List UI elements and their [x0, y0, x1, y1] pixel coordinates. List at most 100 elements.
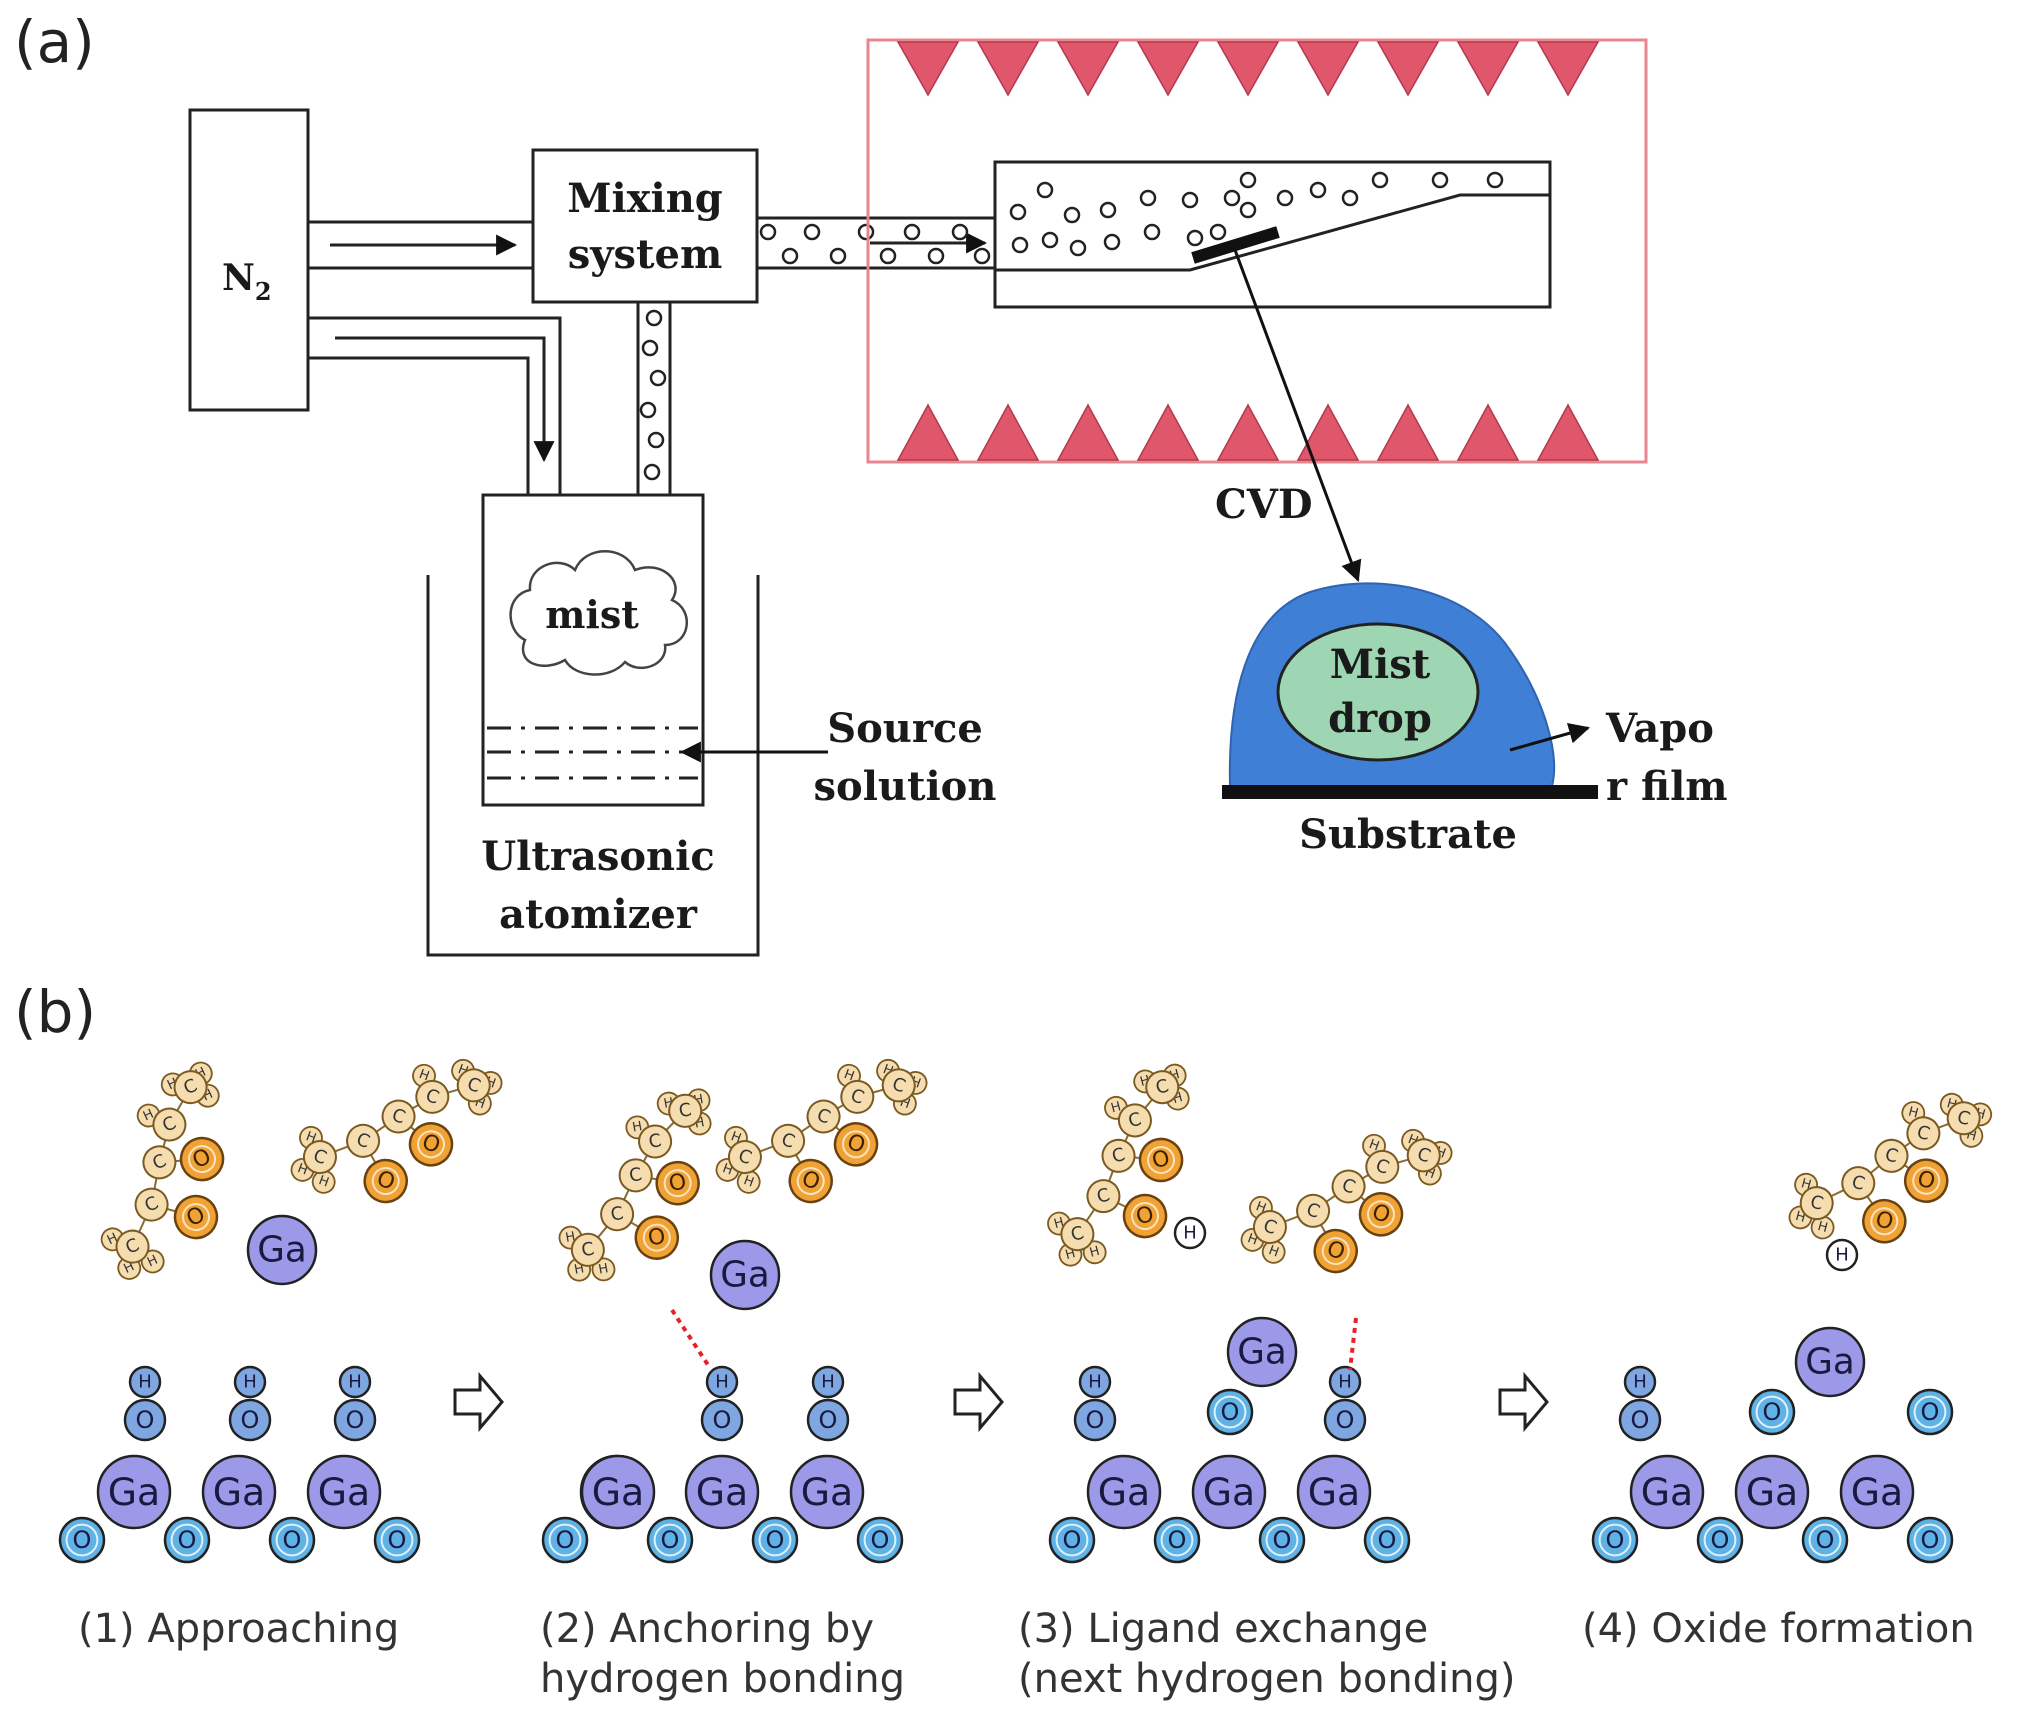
surface-oxygen: O — [646, 1516, 694, 1564]
ligand-carbon: C — [771, 1123, 806, 1158]
atomizer-label-line1: Ultrasonic — [481, 833, 714, 880]
svg-text:Ga: Ga — [801, 1470, 853, 1514]
svg-text:O: O — [556, 1526, 575, 1554]
svg-text:O: O — [136, 1406, 155, 1434]
ligand-oxygen: O — [408, 1122, 454, 1167]
svg-text:H: H — [1338, 1372, 1352, 1393]
ligand-carbon: C — [638, 1124, 673, 1159]
hydrogen-bond — [1348, 1317, 1358, 1371]
hydroxyl-hydrogen: H — [1078, 1365, 1112, 1399]
surface-oxygen: O — [1591, 1516, 1639, 1564]
surface-oxygen: O — [856, 1516, 904, 1564]
svg-text:H: H — [821, 1372, 835, 1393]
surface-ga: Ga — [306, 1454, 382, 1530]
svg-text:O: O — [388, 1526, 407, 1554]
surface-ga: Ga — [684, 1454, 760, 1530]
hydroxyl-hydrogen: H — [811, 1365, 845, 1399]
step-3-caption-line1: (3) Ligand exchange — [1018, 1606, 1428, 1652]
svg-text:H: H — [1109, 1099, 1122, 1116]
ligand-carbon: C — [415, 1079, 450, 1114]
surface-oxygen: O — [1363, 1516, 1411, 1564]
substrate-in-chamber — [1191, 226, 1280, 264]
ligand-hydrogen: H — [736, 1169, 761, 1194]
svg-text:O: O — [1763, 1398, 1782, 1426]
svg-text:Ga: Ga — [720, 1255, 770, 1296]
surface-ga: Ga — [789, 1454, 865, 1530]
svg-text:H: H — [1267, 1243, 1281, 1260]
ligand-carbon: C — [1117, 1103, 1152, 1138]
panel-b-label: (b) — [14, 978, 96, 1046]
ligand-oxygen: O — [1313, 1228, 1358, 1274]
adsorbed-ga: Ga — [1226, 1316, 1298, 1388]
ligand-oxygen: O — [655, 1160, 700, 1206]
svg-text:O: O — [819, 1406, 838, 1434]
ligand-carbon: C — [1331, 1169, 1366, 1204]
step-arrow-2 — [953, 1371, 1004, 1433]
ligand-carbon: C — [618, 1158, 653, 1193]
bridging-oxygen-left: O — [1748, 1388, 1796, 1436]
svg-text:C: C — [609, 1203, 625, 1226]
top-heaters — [896, 41, 1600, 97]
svg-text:Ga: Ga — [1203, 1470, 1255, 1514]
n2-source-box — [188, 108, 310, 412]
svg-text:H: H — [243, 1372, 257, 1393]
svg-text:H: H — [1907, 1105, 1920, 1122]
furnace-enclosure — [866, 38, 1648, 464]
svg-text:O: O — [646, 1224, 667, 1252]
chamber-slope — [995, 193, 1550, 272]
svg-text:H: H — [597, 1261, 609, 1277]
ligand-carbon: C — [1101, 1138, 1136, 1173]
svg-text:O: O — [1631, 1406, 1650, 1434]
svg-text:Ga: Ga — [1237, 1332, 1287, 1373]
bridging-oxygen: O — [1206, 1388, 1254, 1436]
ligand-carbon: C — [1252, 1210, 1287, 1245]
n2-label: N2 — [222, 257, 272, 306]
svg-text:H: H — [715, 1372, 729, 1393]
svg-text:O: O — [1921, 1526, 1940, 1554]
step-2-caption-line2: hydrogen bonding — [540, 1656, 905, 1702]
atomizer-label-line2: atomizer — [499, 891, 698, 938]
ligand-oxygen: O — [363, 1158, 408, 1204]
ligand-carbon: C — [1841, 1166, 1876, 1201]
ligand-carbon: C — [1874, 1138, 1909, 1173]
svg-text:O: O — [178, 1526, 197, 1554]
hydroxyl-oxygen: O — [1073, 1398, 1117, 1442]
step-arrow-1 — [453, 1371, 504, 1433]
surface-ga: Ga — [1086, 1454, 1162, 1530]
svg-text:C: C — [628, 1164, 644, 1187]
hydroxyl-hydrogen: H — [1623, 1365, 1657, 1399]
svg-text:O: O — [1149, 1146, 1172, 1175]
svg-text:Ga: Ga — [1641, 1470, 1693, 1514]
svg-text:C: C — [1153, 1075, 1171, 1099]
hydroxyl-oxygen: O — [700, 1398, 744, 1442]
svg-text:O: O — [346, 1406, 365, 1434]
ligand-carbon: C — [1086, 1179, 1121, 1214]
step-3-caption-line2: (next hydrogen bonding) — [1018, 1656, 1516, 1702]
svg-text:Ga: Ga — [318, 1470, 370, 1514]
ligand-carbon: C — [115, 1229, 150, 1264]
hydroxyl-hydrogen: H — [128, 1365, 162, 1399]
ligand-carbon: C — [456, 1068, 491, 1103]
svg-text:Ga: Ga — [213, 1470, 265, 1514]
svg-text:O: O — [766, 1526, 785, 1554]
svg-text:H: H — [348, 1372, 362, 1393]
zoom-arrow — [1233, 249, 1362, 582]
precursor-ga: Ga — [709, 1239, 781, 1311]
svg-text:O: O — [1273, 1526, 1292, 1554]
ligand-carbon: C — [806, 1099, 841, 1134]
svg-text:C: C — [1883, 1144, 1901, 1168]
svg-text:O: O — [1133, 1202, 1156, 1231]
ligand-oxygen: O — [1358, 1192, 1404, 1237]
mixing-system-box — [531, 148, 759, 304]
surface-oxygen: O — [1696, 1516, 1744, 1564]
mist-cloud — [509, 550, 688, 676]
cvd-label: CVD — [1215, 481, 1313, 528]
hydroxyl-oxygen: O — [228, 1398, 272, 1442]
surface-oxygen: O — [1258, 1516, 1306, 1564]
ligand-oxygen: O — [173, 1194, 219, 1240]
surface-oxygen: O — [541, 1516, 589, 1564]
